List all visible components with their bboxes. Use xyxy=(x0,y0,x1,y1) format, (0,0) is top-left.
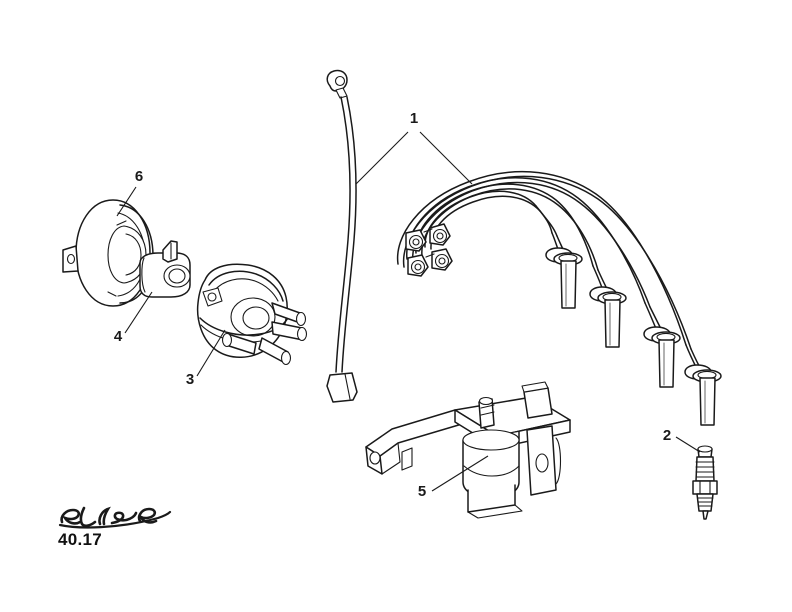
rotor-end-bore xyxy=(168,268,186,284)
coil-right-mount-hole xyxy=(535,453,549,473)
coil-ht-terminal-top xyxy=(478,396,494,406)
dist-connector-1-cap xyxy=(432,228,448,244)
cap-crown-ridge-inner xyxy=(213,278,279,302)
rotor-left-edge xyxy=(141,257,146,293)
boot-d-barrel xyxy=(699,377,716,426)
leader-4 xyxy=(124,291,153,334)
coil-ht-terminal-rib-2 xyxy=(480,411,495,416)
ht-lead-1-tail-b xyxy=(539,210,558,237)
callout-numbers: 1 2 3 4 5 6 xyxy=(114,110,671,500)
dist-connector-1-pin xyxy=(436,232,444,240)
dist-connector-3-pin xyxy=(438,257,446,265)
coil-skirt-base xyxy=(467,504,523,519)
dist-connector-3-cap xyxy=(434,253,450,269)
part-long-cable xyxy=(326,69,358,403)
callout-number-6: 6 xyxy=(135,168,143,185)
flange-notch-bottom xyxy=(107,291,117,297)
leader-6 xyxy=(116,186,137,217)
part-ht-lead-set xyxy=(396,170,722,426)
callout-number-5: 5 xyxy=(418,483,426,500)
ht-lead-2-edge-b xyxy=(421,188,599,271)
leader-1-left xyxy=(355,131,409,185)
cap-center-hub-inner xyxy=(242,306,270,330)
ht-lead-4-edge-b xyxy=(402,175,692,350)
section-code: 40.17 xyxy=(58,530,103,549)
tower-4-end xyxy=(221,332,233,348)
dist-connector-2-pin xyxy=(412,238,420,246)
part-distributor-housing-flange xyxy=(62,199,154,307)
rotor-upper-tab xyxy=(162,240,178,263)
flange-bore-depth xyxy=(125,233,142,276)
cable-body-right-edge xyxy=(341,96,357,373)
ht-boot-d xyxy=(684,364,722,426)
coil-lower-skirt xyxy=(467,484,516,513)
boot-c-barrel xyxy=(658,339,675,388)
dist-connector-4-pin xyxy=(414,263,422,271)
cap-terminal-tower-4 xyxy=(221,332,257,355)
leader-1-right xyxy=(419,131,473,185)
cap-terminal-tower-1 xyxy=(271,302,307,327)
boot-a-barrel xyxy=(560,260,577,309)
cap-crown-ridge xyxy=(208,270,284,302)
coil-bracket-arm-hole xyxy=(369,451,381,465)
dist-connector-link-1 xyxy=(423,228,433,233)
dist-connector-link-2 xyxy=(425,253,435,258)
flange-notch-top xyxy=(116,220,127,226)
callout-number-4: 4 xyxy=(114,328,123,345)
leader-2 xyxy=(675,436,701,453)
logo-letter-i xyxy=(98,506,111,526)
cable-top-eyelet xyxy=(334,75,346,87)
tower-2-end xyxy=(296,326,308,342)
coil-bracket-arm-lower-edge xyxy=(381,442,401,475)
cable-bottom-connector xyxy=(326,372,358,403)
plug-electrode-tip xyxy=(702,510,709,520)
ht-distributor-connectors xyxy=(405,223,453,277)
leader-3 xyxy=(196,329,226,377)
ht-boot-c xyxy=(643,326,681,388)
dist-connector-4-cap xyxy=(410,259,426,275)
leader-5 xyxy=(431,455,489,492)
cap-side-boss-hole xyxy=(207,292,217,302)
tower-3-end xyxy=(280,350,292,366)
part-rotor-arm-clamp xyxy=(139,240,191,298)
logo-letter-s xyxy=(110,511,138,525)
coil-body-top-ellipse xyxy=(462,429,520,451)
boot-b-barrel xyxy=(604,299,621,348)
coil-connector-block-top xyxy=(521,381,549,393)
logo-letter-e xyxy=(60,508,82,525)
cable-connector-seam xyxy=(344,373,351,400)
part-spark-plug xyxy=(692,445,718,520)
callout-number-2: 2 xyxy=(663,427,671,444)
callout-number-3: 3 xyxy=(186,371,194,388)
plug-hex-body xyxy=(692,480,718,495)
part-distributor-cap xyxy=(196,263,308,366)
logo-underline-swash xyxy=(58,510,172,529)
coil-connector-block xyxy=(523,387,553,419)
plug-terminal-top xyxy=(697,445,713,453)
dist-connector-2-cap xyxy=(408,234,424,250)
cap-terminal-tower-3 xyxy=(258,337,292,366)
cable-body-left-edge xyxy=(335,96,351,373)
ht-boot-a xyxy=(545,247,583,309)
logo-letter-l xyxy=(79,506,97,528)
cap-terminal-tower-2 xyxy=(271,321,308,342)
coil-right-mount-edge xyxy=(555,437,562,485)
callout-leader-lines xyxy=(116,131,701,492)
coil-bracket-slot xyxy=(401,447,413,471)
cable-top-ferrule xyxy=(335,87,348,99)
tower-1-end xyxy=(295,311,307,327)
ht-boot-b xyxy=(589,286,627,348)
rotor-end-face xyxy=(163,264,191,288)
part-ignition-coil xyxy=(365,381,571,519)
coil-ht-terminal-rib-1 xyxy=(480,404,495,409)
brand-logo-script xyxy=(58,506,172,529)
flange-mounting-hole xyxy=(66,253,76,265)
coil-body-band xyxy=(463,465,520,477)
callout-number-1: 1 xyxy=(410,110,418,127)
ht-lead-3-edge-b xyxy=(412,181,651,308)
